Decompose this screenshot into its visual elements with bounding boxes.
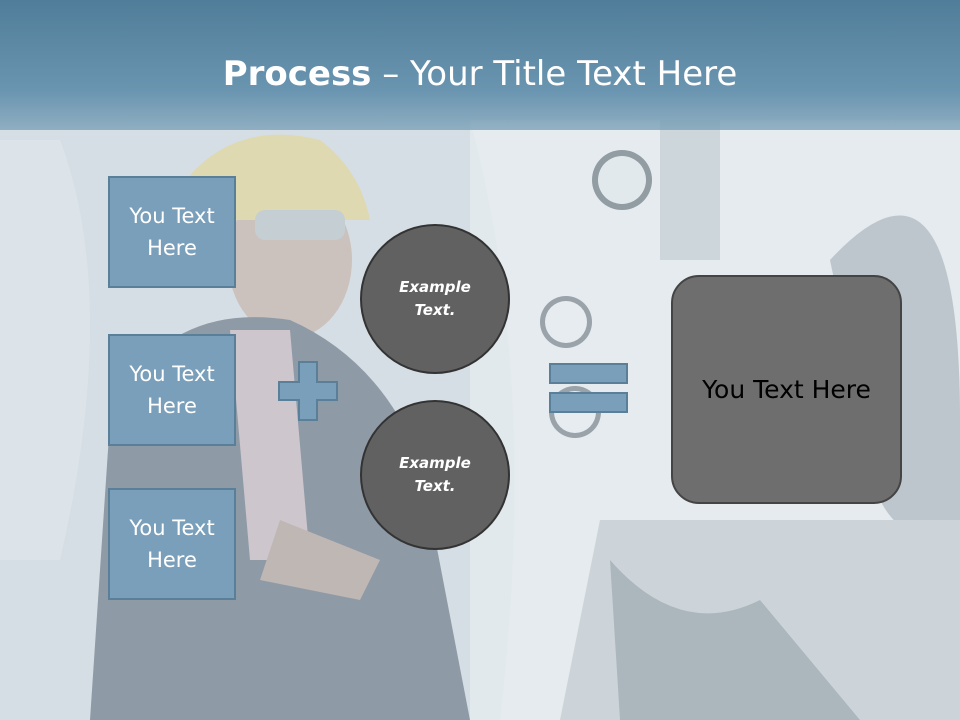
- title-bold: Process: [222, 54, 372, 94]
- title-rest: – Your Title Text Here: [371, 54, 738, 94]
- text-box-3[interactable]: You Text Here: [108, 488, 236, 600]
- text-box-2[interactable]: You Text Here: [108, 334, 236, 446]
- equals-icon: [549, 363, 628, 413]
- title-bar: [0, 0, 960, 130]
- circle-label: Example Text.: [399, 278, 471, 319]
- text-box-1[interactable]: You Text Here: [108, 176, 236, 288]
- result-box[interactable]: You Text Here: [671, 275, 902, 504]
- slide-title: Process – Your Title Text Here: [0, 52, 960, 96]
- text-box-label: You Text Here: [129, 516, 215, 572]
- result-label: You Text Here: [702, 375, 871, 404]
- circle-label: Example Text.: [399, 454, 471, 495]
- example-circle-1[interactable]: Example Text.: [360, 224, 510, 374]
- plus-icon: [278, 361, 338, 421]
- example-circle-2[interactable]: Example Text.: [360, 400, 510, 550]
- text-box-label: You Text Here: [129, 204, 215, 260]
- text-box-label: You Text Here: [129, 362, 215, 418]
